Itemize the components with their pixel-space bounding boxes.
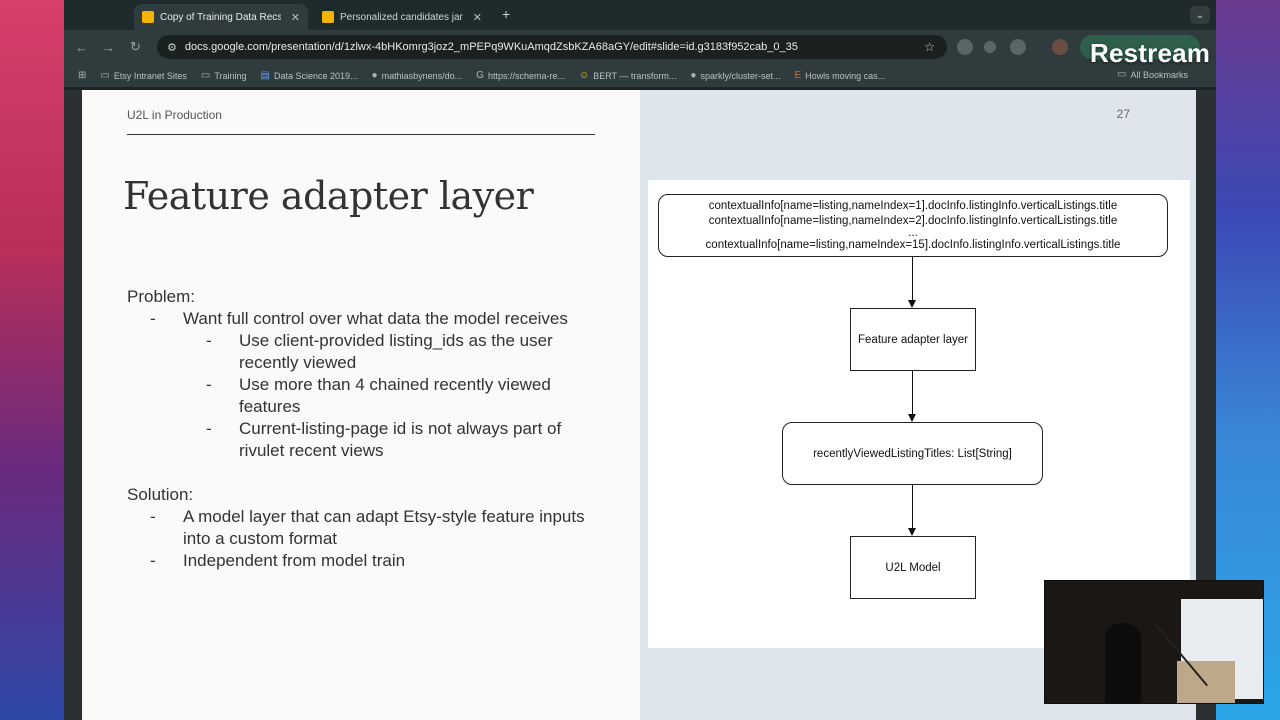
arrowhead [908, 414, 916, 422]
folder-icon: ▭ [1117, 69, 1127, 80]
folder-icon: ▭ [100, 70, 110, 81]
tab-strip: Copy of Training Data Recs R ✕ Personali… [64, 0, 1216, 30]
address-bar[interactable]: ⚙ docs.google.com/presentation/d/1zlwx-4… [157, 35, 947, 59]
doc-icon: ▤ [260, 70, 270, 81]
bookmark-item[interactable]: ☺BERT — transform... [579, 70, 676, 81]
bookmark-item[interactable]: ▭Training [201, 70, 247, 81]
slide-body: Problem: Want full control over what dat… [127, 286, 597, 572]
forward-arrow-icon[interactable]: → [102, 39, 115, 55]
tab-personalized-candidates[interactable]: Personalized candidates jan 2 ✕ [314, 4, 490, 30]
restream-logo: Restream [1090, 38, 1211, 68]
chevron-down-icon[interactable]: ⌄ [1190, 6, 1210, 24]
bookmark-item[interactable]: ▤Data Science 2019... [261, 70, 358, 81]
slide-number: 27 [1116, 107, 1130, 121]
url-text: docs.google.com/presentation/d/1zlwx-4bH… [184, 41, 798, 53]
bookmark-label: Training [214, 70, 247, 81]
browser-window: Copy of Training Data Recs R ✕ Personali… [64, 0, 1216, 720]
bookmark-label: BERT — transform... [593, 70, 677, 81]
output-label: recentlyViewedListingTitles: List[String… [813, 447, 1012, 460]
profile-pill[interactable] [1080, 35, 1200, 59]
close-icon[interactable]: ✕ [290, 11, 300, 24]
all-bookmarks-button[interactable]: ▭All Bookmarks [1117, 69, 1188, 80]
puzzle-extensions-icon[interactable] [1010, 39, 1026, 55]
flow-arrow [912, 485, 913, 530]
flow-arrow [912, 371, 913, 416]
browser-toolbar: ← → ↻ ⚙ docs.google.com/presentation/d/1… [64, 30, 1216, 64]
avatar[interactable] [1052, 39, 1068, 55]
tab-label: Personalized candidates jan 2 [340, 11, 463, 23]
adapter-layer-box: Feature adapter layer [850, 308, 976, 371]
bullet-item: Want full control over what data the mod… [127, 308, 597, 330]
all-bookmarks-label: All Bookmarks [1130, 69, 1188, 80]
input-line: contextualInfo[name=listing,nameIndex=15… [705, 238, 1121, 251]
input-line: ... [908, 226, 918, 239]
bookmark-label: mathiasbynens/do... [381, 70, 463, 81]
input-line: contextualInfo[name=listing,nameIndex=1]… [708, 199, 1118, 212]
slide-text-panel: U2L in Production Feature adapter layer … [82, 90, 640, 720]
apps-grid-icon: ⊞ [78, 70, 87, 81]
problem-heading: Problem: [127, 287, 196, 306]
input-features-box: contextualInfo[name=listing,nameIndex=1]… [658, 194, 1168, 257]
slide-diagram-panel: 27 contextualInfo[name=listing,nameIndex… [640, 90, 1196, 720]
bookmark-label: https://schema-re... [487, 70, 565, 81]
section-label: U2L in Production [127, 108, 222, 122]
etsy-icon: E [794, 70, 802, 81]
model-label: U2L Model [885, 561, 941, 574]
divider [127, 134, 595, 135]
close-icon[interactable]: ✕ [472, 11, 482, 24]
bookmark-item[interactable]: ●sparkly/cluster-set... [690, 70, 780, 81]
bookmark-label: Data Science 2019... [273, 70, 358, 81]
sub-bullet-item: Use more than 4 chained recently viewed … [127, 374, 597, 418]
google-icon: G [476, 70, 484, 81]
bookmark-label: Etsy Intranet Sites [113, 70, 187, 81]
desktop-wallpaper-left [0, 0, 64, 720]
star-icon[interactable]: ☆ [924, 40, 935, 54]
huggingface-icon: ☺ [578, 70, 590, 81]
folder-icon: ▭ [200, 70, 211, 81]
bookmark-item[interactable]: ▭Etsy Intranet Sites [100, 70, 187, 81]
slides-favicon-icon [322, 11, 334, 23]
camera-speaker [1105, 623, 1141, 703]
reload-icon[interactable]: ↻ [130, 39, 141, 54]
input-line: contextualInfo[name=listing,nameIndex=2]… [708, 214, 1118, 227]
sub-bullet-item: Use client-provided listing_ids as the u… [127, 330, 597, 374]
slides-favicon-icon [142, 11, 154, 23]
site-settings-icon[interactable]: ⚙ [167, 41, 177, 54]
bookmark-apps[interactable]: ⊞ [78, 70, 86, 81]
speaker-camera-feed [1044, 580, 1264, 704]
github-icon: ● [690, 70, 697, 81]
slide-title: Feature adapter layer [123, 174, 534, 218]
spacer [127, 462, 597, 484]
arrowhead [908, 528, 916, 536]
plus-icon[interactable]: + [502, 6, 511, 22]
slide-edge [64, 90, 82, 720]
bookmark-item[interactable]: ●mathiasbynens/do... [372, 70, 463, 81]
adapter-label: Feature adapter layer [858, 333, 968, 346]
extension-icon[interactable] [957, 39, 973, 55]
arrowhead [908, 300, 916, 308]
output-feature-box: recentlyViewedListingTitles: List[String… [782, 422, 1043, 485]
bullet-item: Independent from model train [127, 550, 597, 572]
back-arrow-icon[interactable]: ← [75, 39, 88, 55]
solution-heading: Solution: [127, 485, 194, 504]
sub-bullet-item: Current-listing-page id is not always pa… [127, 418, 597, 462]
tab-slides-copy[interactable]: Copy of Training Data Recs R ✕ [134, 4, 308, 30]
extension-icon[interactable] [984, 41, 996, 53]
tab-label: Copy of Training Data Recs R [160, 11, 281, 23]
model-box: U2L Model [850, 536, 976, 599]
bookmark-label: Howls moving cas... [805, 70, 886, 81]
bookmark-label: sparkly/cluster-set... [700, 70, 781, 81]
bookmarks-bar: ⊞ ▭Etsy Intranet Sites ▭Training ▤Data S… [64, 64, 1216, 87]
github-icon: ● [371, 70, 378, 81]
bullet-item: A model layer that can adapt Etsy-style … [127, 506, 597, 550]
flow-diagram: contextualInfo[name=listing,nameIndex=1]… [648, 180, 1190, 648]
slide-edge [1196, 90, 1216, 720]
flow-arrow [912, 257, 913, 302]
